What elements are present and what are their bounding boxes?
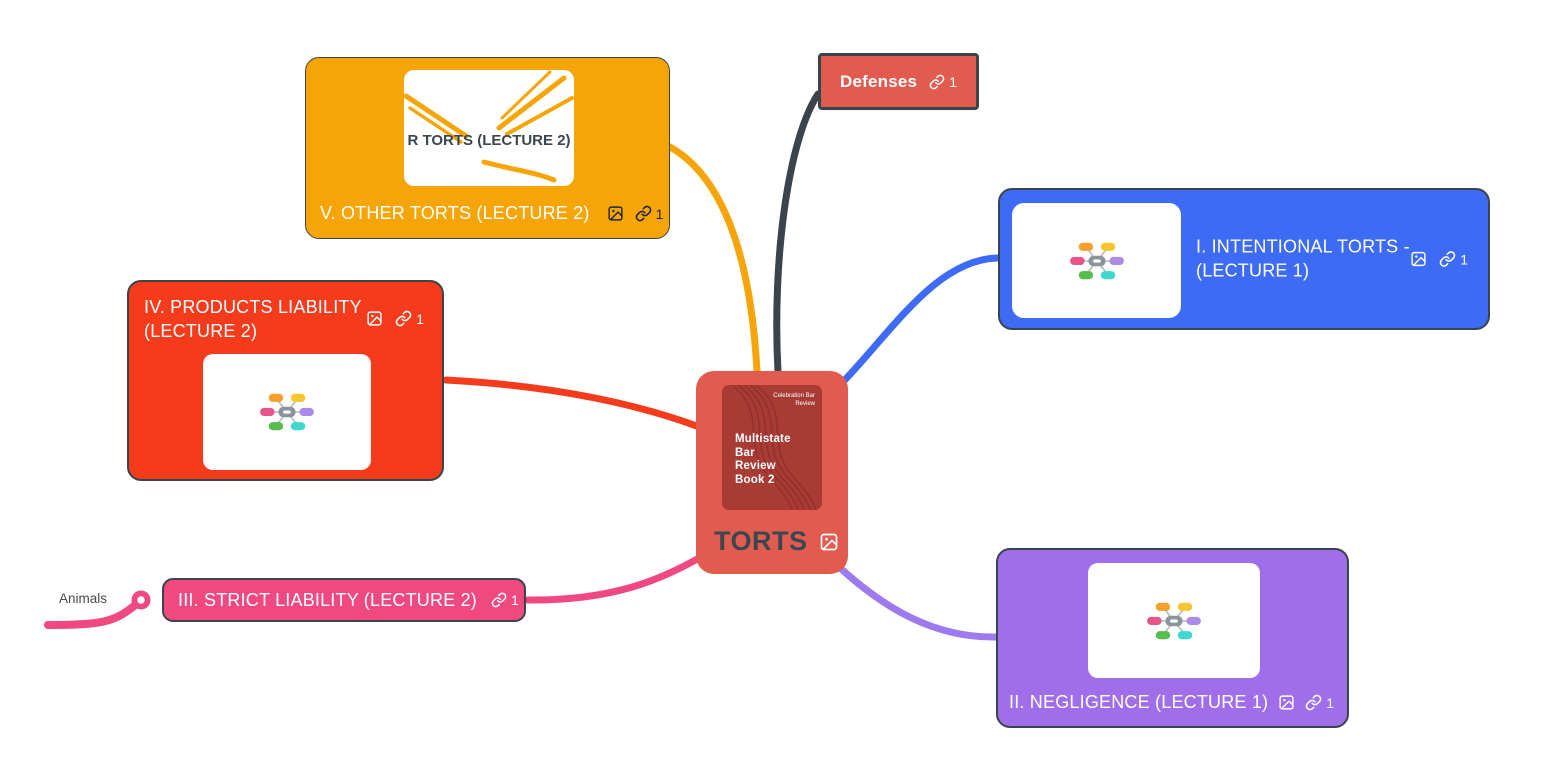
connector-defenses — [773, 90, 822, 376]
mindmap-thumbnail[interactable] — [1012, 203, 1181, 318]
link-icon[interactable] — [491, 592, 507, 608]
node-torts-central[interactable]: Celebration Bar Review Multistate Bar Re… — [696, 371, 848, 574]
node-defenses[interactable]: Defenses 1 — [818, 53, 979, 110]
book-cover-waves — [731, 385, 817, 510]
node-label: I. INTENTIONAL TORTS - (LECTURE 1) — [1196, 236, 1410, 281]
node-negligence[interactable]: II. NEGLIGENCE (LECTURE 1) 1 — [996, 548, 1349, 728]
child-node-animals[interactable]: Animals — [59, 591, 108, 606]
connector-products — [442, 376, 706, 432]
connector-other-torts — [666, 143, 761, 375]
node-products-liability[interactable]: IV. PRODUCTS LIABILITY (LECTURE 2) 1 — [127, 280, 444, 481]
node-label: TORTS — [714, 526, 808, 556]
link-icon[interactable] — [929, 74, 945, 90]
node-other-torts[interactable]: R TORTS (LECTURE 2) V. OTHER TORTS (LECT… — [305, 57, 670, 239]
slide-thumbnail[interactable]: R TORTS (LECTURE 2) — [404, 70, 574, 186]
mindmap-icon — [1143, 597, 1205, 645]
mindmap-thumbnail[interactable] — [203, 354, 371, 470]
image-icon[interactable] — [1278, 694, 1295, 711]
slide-caption: R TORTS (LECTURE 2) — [407, 132, 571, 149]
link-count: 1 — [949, 73, 957, 90]
mindmap-thumbnail[interactable] — [1088, 563, 1260, 678]
connector-intentional — [837, 254, 1001, 388]
link-icon[interactable] — [1439, 251, 1456, 268]
image-icon[interactable] — [1410, 251, 1427, 268]
node-intentional-torts[interactable]: I. INTENTIONAL TORTS - (LECTURE 1) 1 — [998, 188, 1490, 330]
node-strict-liability[interactable]: III. STRICT LIABILITY (LECTURE 2) 1 — [162, 578, 526, 622]
book-publisher: Celebration Bar Review — [773, 393, 815, 407]
link-icon[interactable] — [635, 205, 652, 222]
node-label: V. OTHER TORTS (LECTURE 2) — [320, 203, 590, 223]
connector-negligence — [834, 562, 1000, 641]
image-icon[interactable] — [607, 205, 624, 222]
branch-animals — [44, 602, 138, 629]
link-count: 1 — [1460, 251, 1468, 267]
node-label: II. NEGLIGENCE (LECTURE 1) — [1009, 692, 1269, 712]
node-label: Defenses — [840, 71, 918, 91]
slide-rays — [404, 70, 574, 183]
book-cover-image[interactable]: Celebration Bar Review Multistate Bar Re… — [722, 385, 822, 510]
node-label: III. STRICT LIABILITY (LECTURE 2) — [178, 589, 478, 610]
image-icon[interactable] — [366, 310, 383, 327]
link-icon[interactable] — [395, 310, 412, 327]
link-count: 1 — [511, 592, 519, 608]
link-count: 1 — [416, 310, 424, 327]
book-title: Multistate Bar Review Book 2 — [735, 433, 791, 486]
connector-strict — [523, 550, 710, 604]
link-count: 1 — [655, 205, 664, 222]
node-label: IV. PRODUCTS LIABILITY (LECTURE 2) — [144, 297, 362, 342]
link-icon[interactable] — [1305, 694, 1322, 711]
image-icon[interactable] — [819, 532, 839, 552]
mindmap-icon — [1066, 237, 1128, 285]
link-count: 1 — [1326, 694, 1335, 711]
mindmap-icon — [256, 388, 318, 436]
